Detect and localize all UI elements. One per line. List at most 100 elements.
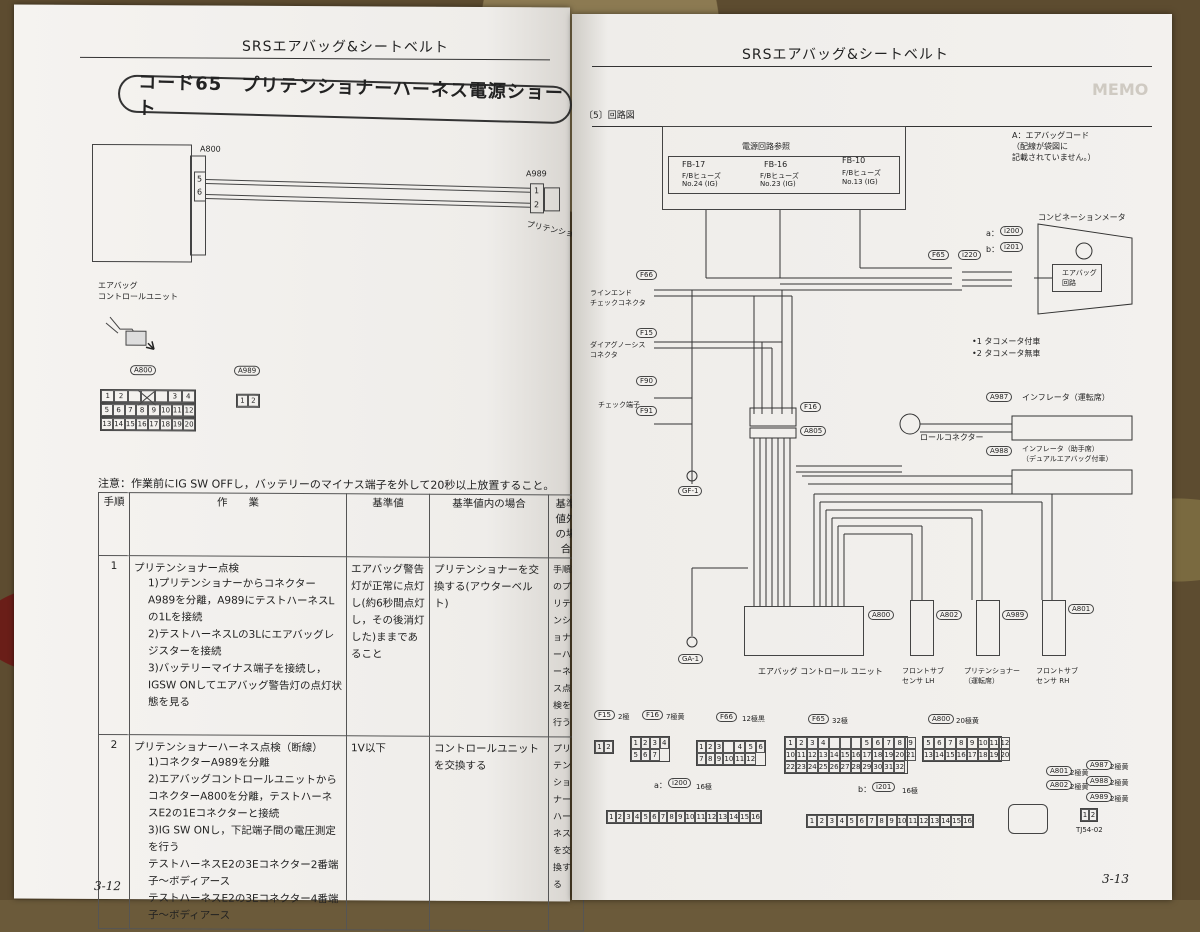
f91-tag: F91 [636, 406, 657, 416]
pin-cell: 11 [695, 811, 707, 823]
meter-a-legend-prefix: a： [654, 781, 667, 790]
diag-label: ダイアグノーシス コネクタ [590, 341, 646, 359]
pin-cell: 19 [988, 749, 1000, 761]
pin-cell: 16 [850, 749, 862, 761]
pin-cell: 1 [785, 737, 796, 749]
step-title: プリテンショナー点検 [134, 562, 239, 575]
meter-a-legend-tag: i200 [668, 778, 692, 788]
legend-f65-desc: 32極 [832, 717, 848, 725]
pin-cell: 13 [817, 749, 829, 761]
pin-cell: 1 [101, 389, 115, 403]
col-step: 手順 [98, 492, 130, 556]
pin-cell: 11 [171, 404, 184, 417]
left-page-number: 3-12 [94, 878, 121, 894]
col-within: 基準値内の場合 [429, 494, 549, 558]
pin-cell: 1 [595, 741, 604, 753]
gf1-tag: GF-1 [678, 486, 703, 496]
airbag-control-unit-block [744, 606, 864, 656]
inflator-driver-label: インフレータ（運転席） [1022, 393, 1110, 402]
pin-cell: 10 [159, 404, 172, 417]
pin-cell: 1 [697, 741, 706, 753]
col-work: 作 業 [129, 492, 347, 557]
ga1-tag: GA-1 [678, 654, 704, 664]
i201-tag: i201 [1000, 242, 1024, 252]
within-cell: プリテンショナーを交換する(アウターベルト) [429, 557, 549, 737]
airbag-circuit-box [1052, 264, 1102, 292]
pin-cell: 18 [872, 749, 884, 761]
combination-meter-label: コンビネーションメータ [1038, 213, 1126, 222]
power-ref-label: 電源回路参照 [742, 142, 790, 151]
pin-cell: 5 [861, 737, 873, 749]
a802-tag: A802 [936, 610, 963, 620]
pin-cell: 16 [955, 749, 967, 761]
fuse-no: No.23 (IG) [760, 180, 796, 188]
legend-f66-desc: 12極黒 [742, 715, 765, 723]
pin-cell: 7 [650, 749, 660, 761]
sub-step: 2)エアバッグコントロールユニットからコネクターA800を分離，テストハーネスE… [148, 773, 337, 820]
pin-cell: 1 [1081, 809, 1089, 821]
pin-cell: 10 [977, 737, 989, 749]
front-sub-rh-label: フロントサブ センサ RH [1036, 667, 1078, 685]
legend-a800: A800 [928, 714, 955, 724]
meter-b-legend-prefix: b： [858, 785, 872, 794]
pin-cell: 18 [977, 749, 989, 761]
pin-cell: 4 [659, 737, 669, 749]
pin-cell: 5 [923, 737, 934, 749]
pin-cell: 25 [817, 761, 829, 773]
procedure-table: 手順 作 業 基準値 基準値内の場合 基準値外の場合 1 プリテンショナー点検 … [98, 492, 584, 932]
pin-cell: 21 [905, 749, 917, 761]
fuse-name: FB-10 [842, 156, 866, 165]
pin-cell: 15 [739, 811, 751, 823]
pin-cell: 12 [806, 749, 818, 761]
within-cell: コントロールユニットを交換する [429, 736, 549, 931]
pin-cell: 31 [883, 761, 895, 773]
pin-cell: 11 [907, 815, 919, 827]
pin-cell: 9 [886, 815, 897, 827]
legend-f66: F66 [716, 712, 737, 722]
pin-cell: 30 [872, 761, 884, 773]
pretensioner-drv-label: プリテンショナー （運転席） [964, 667, 1020, 685]
line-end-label: ラインエンド チェックコネクタ [590, 289, 646, 307]
meter-note-2: •2 タコメータ無車 [972, 349, 1041, 358]
pin-cell: 4 [836, 815, 847, 827]
a801-tag: A801 [1068, 604, 1095, 614]
front-sub-lh-block [910, 600, 934, 656]
pin-cell: 28 [850, 761, 862, 773]
a988-tag: A988 [986, 446, 1013, 456]
pin-cell: 12 [918, 815, 930, 827]
meter-a-legend-desc: 16極 [696, 783, 712, 791]
inflator-passenger-label: インフレータ（助手席） （デュアルエアバッグ付車） [1022, 445, 1113, 463]
legend-a988: A988 [1086, 776, 1113, 786]
connector-sketch [1008, 804, 1048, 834]
fuse-row [668, 156, 900, 194]
airbag-control-unit-label: エアバッグ コントロール ユニット [758, 667, 883, 676]
pin-cell [141, 390, 155, 403]
pin-cell: 3 [806, 737, 818, 749]
pin-cell: 4 [817, 737, 829, 749]
pin-cell: 16 [962, 815, 973, 827]
right-page-number: 3-13 [1102, 872, 1129, 886]
meter-note-1: •1 タコメータ付車 [972, 337, 1041, 346]
pin-cell: 8 [955, 737, 967, 749]
legend-f16-desc: 7極黄 [666, 713, 685, 721]
pin-cell: 1 [807, 815, 817, 827]
left-wiring-svg [105, 179, 531, 406]
f66-tag: F66 [636, 270, 657, 280]
table-row: 2 プリテンショナーハーネス点検（断線） 1)コネクターA989を分離 2)エア… [98, 734, 584, 932]
pin-cell: 22 [785, 761, 796, 773]
pin-cell: 7 [866, 815, 877, 827]
pin-cell: 11 [795, 749, 807, 761]
pin-cell: 6 [872, 737, 884, 749]
pin-cell: 9 [905, 737, 917, 749]
pin-cell: 4 [632, 811, 642, 823]
pin-cell: 14 [728, 811, 740, 823]
pin-cell: 5 [631, 749, 641, 761]
meter-b-legend-desc: 16極 [902, 787, 918, 795]
